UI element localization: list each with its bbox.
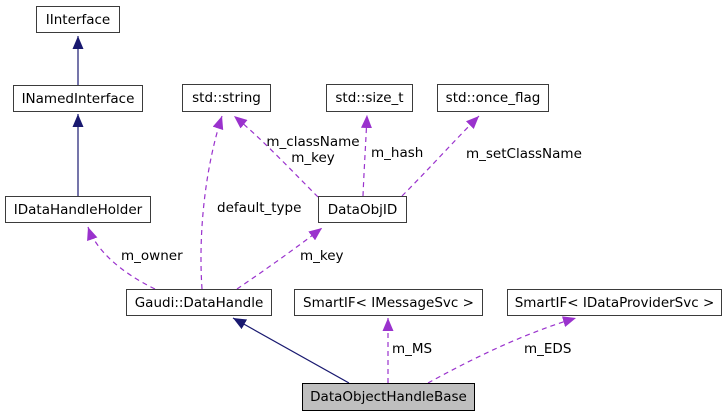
edge-dataobjecthandlebase-to-gaudidatahandle: [232, 317, 350, 384]
node-dataobjecthandlebase: DataObjectHandleBase: [302, 383, 475, 411]
node-dataobjid[interactable]: DataObjID: [318, 196, 407, 223]
edge-label-m-setclassname: m_setClassName: [466, 146, 582, 162]
edge-label-m-key-upper: m_key: [291, 150, 335, 166]
node-std-size-t[interactable]: std::size_t: [326, 84, 413, 112]
edge-label-m-ms: m_MS: [392, 341, 433, 357]
node-inamedinterface[interactable]: INamedInterface: [13, 85, 143, 112]
edge-m-owner: [87, 226, 156, 290]
node-smartif-idataprovidersvc[interactable]: SmartIF< IDataProviderSvc >: [507, 289, 722, 316]
edge-m-hash: [360, 114, 372, 197]
edge-default-type: [200, 115, 224, 290]
edge-label-m-eds: m_EDS: [524, 341, 572, 357]
node-std-once-flag[interactable]: std::once_flag: [437, 84, 549, 112]
edge-label-m-classname-m-key: m_className m_key: [260, 134, 366, 166]
edge-m-classname-m-key: [233, 115, 319, 198]
edge-label-m-key-lower: m_key: [300, 248, 344, 264]
node-iinterface[interactable]: IInterface: [36, 6, 120, 33]
edge-m-setclassname: [401, 115, 480, 197]
edge-label-m-owner: m_owner: [121, 248, 183, 264]
node-smartif-imessagesvc[interactable]: SmartIF< IMessageSvc >: [294, 289, 483, 316]
node-idatahandleholder[interactable]: IDataHandleHolder: [5, 196, 151, 223]
edge-label-m-hash: m_hash: [371, 145, 424, 161]
edge-m-key-to-dataobjid: [236, 227, 323, 290]
edge-label-m-classname: m_className: [266, 134, 360, 150]
node-gaudi-datahandle[interactable]: Gaudi::DataHandle: [126, 289, 272, 316]
node-std-string[interactable]: std::string: [182, 84, 271, 112]
edge-label-default-type: default_type: [217, 200, 302, 216]
